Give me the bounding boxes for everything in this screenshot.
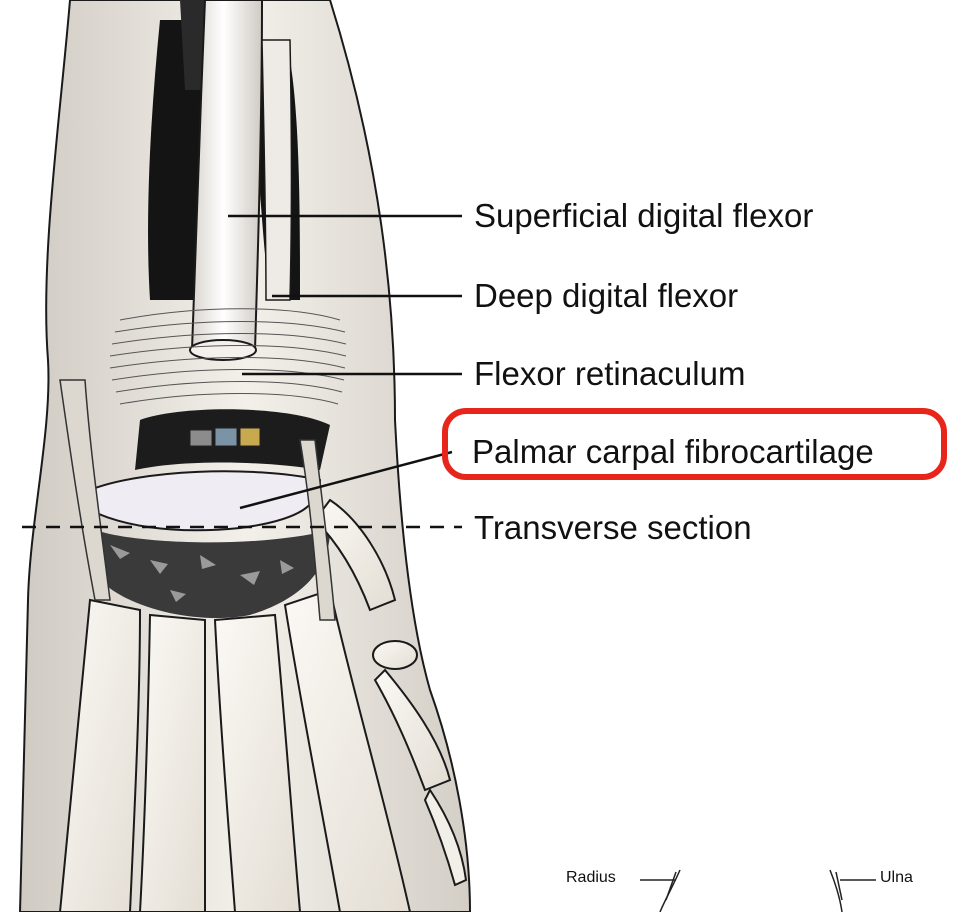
label-deep-digital-flexor: Deep digital flexor (474, 276, 738, 316)
label-superficial-digital-flexor: Superficial digital flexor (474, 196, 813, 236)
label-flexor-retinaculum: Flexor retinaculum (474, 354, 745, 394)
inset-label-radius: Radius (566, 868, 616, 888)
highlight-box (442, 408, 947, 480)
deep-digital-flexor-tendon (262, 40, 292, 300)
inset-section-sketch (640, 870, 876, 912)
label-transverse-section: Transverse section (474, 508, 752, 548)
inset-label-ulna: Ulna (880, 868, 913, 888)
